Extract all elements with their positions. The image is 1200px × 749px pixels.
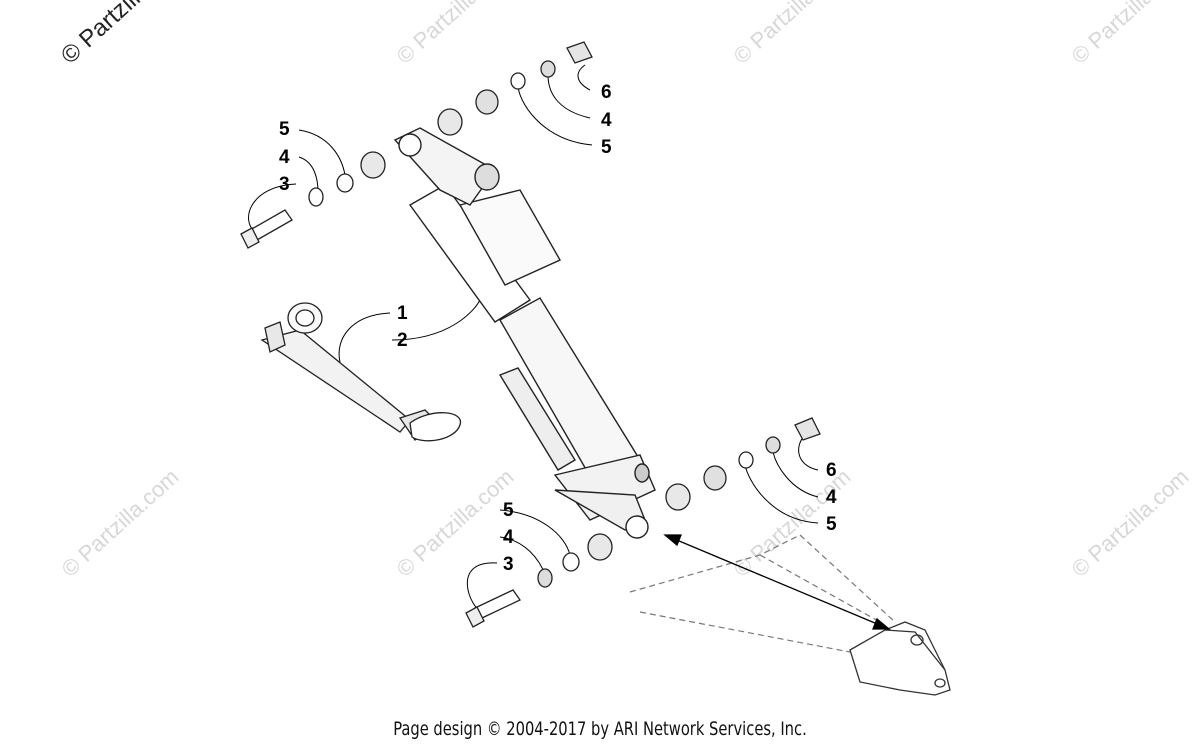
adjuster-knob — [634, 463, 650, 483]
o-ring — [510, 72, 526, 90]
callout-5: 5 — [826, 514, 837, 535]
watermark: © Partzilla.com — [1067, 464, 1194, 582]
watermark: © Partzilla.com — [392, 464, 519, 582]
callout-1: 1 — [397, 303, 408, 324]
footer-copyright: Page design © 2004-2017 by ARI Network S… — [393, 718, 807, 740]
spanner-wrench-tool — [260, 302, 461, 442]
watermark: © Partzilla.com — [729, 0, 856, 69]
washer — [540, 60, 556, 78]
callout-4: 4 — [503, 527, 514, 548]
callout-2: 2 — [397, 330, 408, 351]
callout-5: 5 — [503, 500, 514, 521]
o-ring — [336, 173, 354, 193]
washer — [537, 568, 553, 588]
watermark: © Partzilla.com — [1067, 0, 1194, 69]
sleeve — [475, 89, 499, 115]
bushing — [360, 151, 386, 179]
mounting-arrow — [663, 534, 891, 630]
cap — [566, 41, 593, 64]
bolt — [465, 589, 521, 628]
a-arm-mount — [849, 621, 951, 696]
reservoir — [498, 367, 576, 471]
callout-5: 5 — [279, 119, 290, 140]
bushing — [437, 108, 463, 136]
leader-lines — [248, 64, 819, 613]
upper-mount-hardware — [240, 41, 593, 249]
a-arm-outline — [629, 534, 896, 653]
callout-labels: 5 4 3 6 4 5 1 2 5 4 3 6 4 5 — [279, 82, 837, 575]
watermark: © Partzilla.com — [57, 464, 184, 582]
reservoir-cap — [474, 163, 500, 191]
callout-6: 6 — [601, 82, 612, 103]
washer — [308, 187, 324, 207]
callout-4: 4 — [601, 110, 612, 131]
washer — [765, 436, 781, 454]
shock-absorber — [393, 127, 656, 539]
lower-mount-hardware — [465, 417, 821, 628]
cap — [794, 417, 821, 441]
bushing — [587, 533, 613, 561]
corner-watermark: © Partzilla — [56, 0, 156, 69]
callout-3: 3 — [503, 554, 514, 575]
lower-eyelet — [625, 515, 649, 539]
callout-5: 5 — [601, 137, 612, 158]
upper-eyelet — [398, 133, 422, 157]
callout-4: 4 — [826, 487, 837, 508]
tool-blade — [409, 412, 461, 442]
o-ring — [562, 552, 580, 572]
sleeve — [703, 465, 727, 491]
watermark: © Partzilla.com — [392, 0, 519, 69]
bushing — [665, 483, 691, 511]
bolt — [240, 209, 293, 249]
callout-4: 4 — [279, 147, 290, 168]
callout-3: 3 — [279, 174, 290, 195]
o-ring — [738, 451, 754, 469]
callout-6: 6 — [826, 460, 837, 481]
